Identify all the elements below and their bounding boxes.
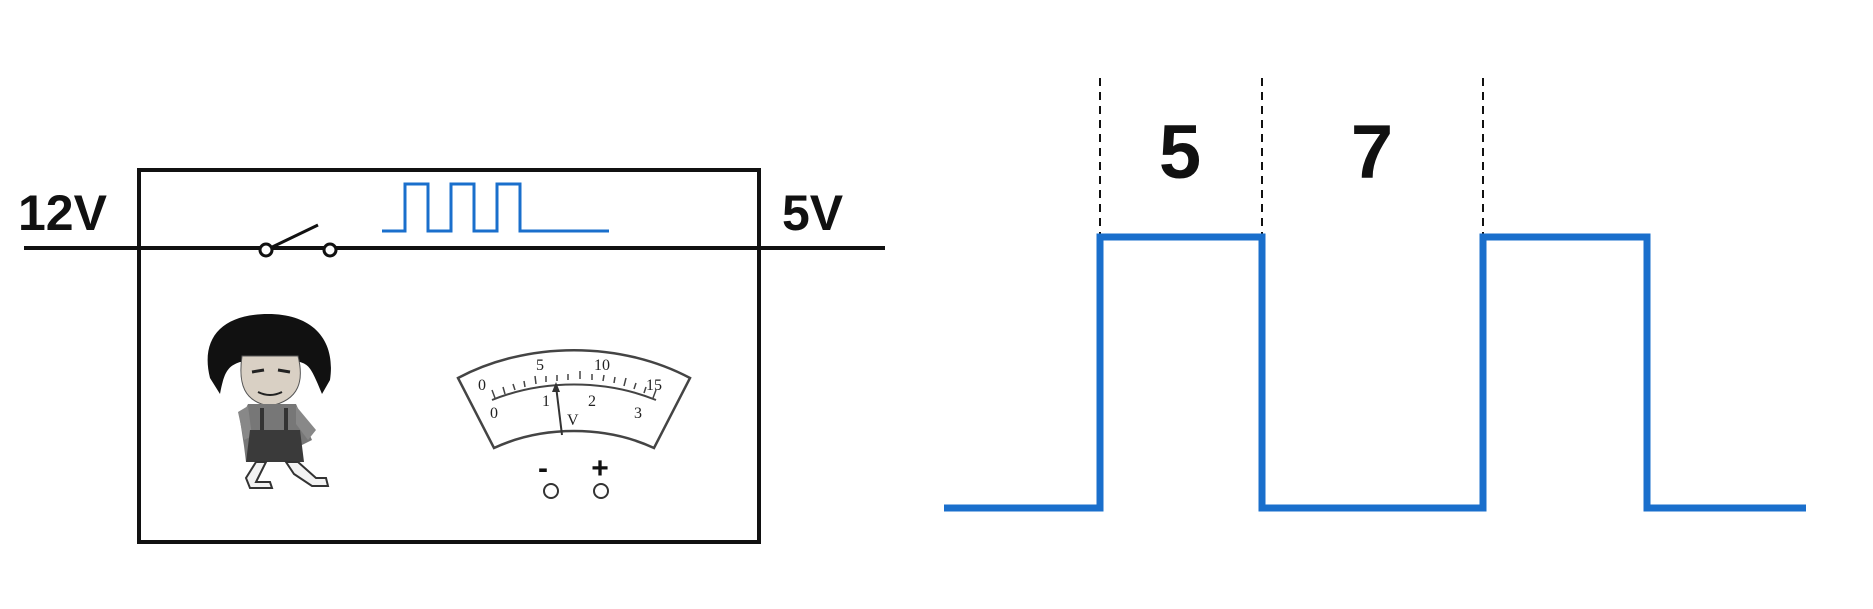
voltmeter-lower-scale-2: 2 xyxy=(588,393,596,410)
voltmeter-lower-scale-1: 1 xyxy=(542,393,550,410)
voltmeter-upper-scale-10: 10 xyxy=(594,357,610,374)
converter-box xyxy=(137,168,761,544)
voltmeter-upper-scale-15: 15 xyxy=(646,377,662,394)
voltmeter-needle xyxy=(555,385,563,436)
converter-diagram: 12V 5V xyxy=(18,168,885,544)
terminal-positive-label: + xyxy=(591,452,609,485)
on-duration-label: 5 xyxy=(1159,110,1201,195)
terminal-negative-icon xyxy=(543,483,559,499)
input-voltage-label: 12V xyxy=(18,185,108,241)
voltmeter-upper-scale-0: 0 xyxy=(478,377,486,394)
off-duration-label: 7 xyxy=(1351,110,1393,195)
voltmeter-lower-scale-3: 3 xyxy=(634,405,642,422)
terminal-positive-icon xyxy=(593,483,609,499)
voltmeter-lower-scale-0: 0 xyxy=(490,405,498,422)
voltmeter-upper-scale-5: 5 xyxy=(536,357,544,374)
switch-icon xyxy=(258,223,338,258)
voltmeter-unit: V xyxy=(567,412,579,429)
pwm-waveform-diagram: 5 7 xyxy=(944,78,1806,512)
terminal-negative-label: - xyxy=(538,452,548,485)
voltmeter-icon: 0 5 10 15 0 1 2 3 V - + xyxy=(456,348,692,499)
output-voltage-label: 5V xyxy=(782,185,844,241)
pwm-pulse-wave xyxy=(944,233,1806,512)
voltmeter-ticks xyxy=(491,371,657,399)
small-pulse-wave xyxy=(382,182,609,233)
character-illustration xyxy=(207,314,331,489)
